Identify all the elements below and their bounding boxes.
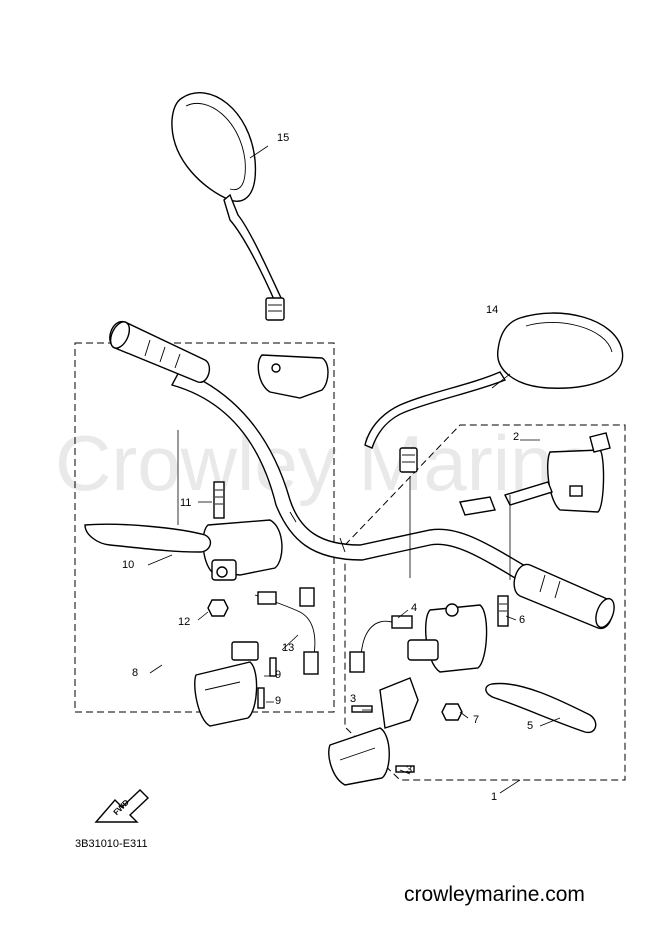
- site-url: crowleymarine.com: [404, 883, 585, 906]
- callout-5: 5: [527, 720, 533, 732]
- right-lever: [485, 682, 597, 734]
- callout-1: 1: [491, 791, 497, 803]
- callout-3: 3: [350, 693, 356, 705]
- callout-15: 15: [277, 132, 289, 144]
- right-assembly-box: [344, 424, 626, 781]
- left-lever: [84, 523, 212, 553]
- right-switch-top: [459, 432, 611, 516]
- right-master-cylinder: [407, 595, 509, 721]
- left-master-cylinder: [202, 481, 283, 617]
- right-grip: [513, 563, 615, 629]
- callout-10: 10: [122, 559, 134, 571]
- brake-switch: [349, 615, 413, 673]
- callout-9: 9: [275, 695, 281, 707]
- left-grip: [109, 321, 211, 383]
- right-switch-housing: [328, 677, 419, 786]
- left-switch-housing: [194, 641, 277, 727]
- left-assembly-box: [74, 342, 335, 713]
- leader-lines: [147, 145, 561, 794]
- callout-14: 14: [486, 304, 498, 316]
- callout-7: 7: [473, 714, 479, 726]
- callout-3: 3: [406, 764, 412, 776]
- diagram-code: 3B31010-E311: [75, 838, 148, 850]
- watermark: Crowley Marine: [55, 419, 597, 507]
- left-mirror: [171, 92, 285, 321]
- fwd-arrow: FWD: [94, 789, 150, 823]
- callout-6: 6: [519, 614, 525, 626]
- callout-4: 4: [411, 602, 417, 614]
- callout-9: 9: [275, 669, 281, 681]
- callout-11: 11: [180, 497, 191, 509]
- left-mirror-bracket: [257, 354, 329, 399]
- left-switch-wire: [254, 587, 319, 675]
- callout-2: 2: [513, 431, 519, 443]
- callout-12: 12: [178, 616, 190, 628]
- callout-8: 8: [132, 667, 138, 679]
- right-mirror: [364, 312, 624, 473]
- callout-13: 13: [282, 642, 294, 654]
